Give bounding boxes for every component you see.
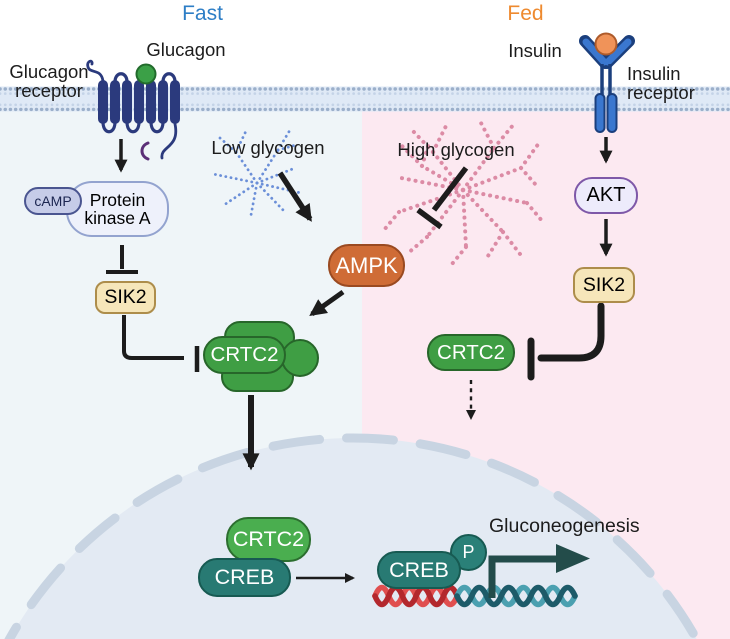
glucagon-receptor: [86, 59, 180, 161]
glucagon-ligand: [135, 63, 157, 85]
inhibition-pka-to-sik2: [106, 245, 138, 274]
glucagon-receptor-label: Glucagon receptor: [9, 61, 89, 101]
inhibition-sik2-to-crtc2-right: [527, 302, 605, 381]
dna-helix: [372, 584, 578, 608]
fed-state-label: Fed: [507, 2, 544, 25]
insulin-label: Insulin: [508, 40, 562, 61]
gluconeogenesis-label: Gluconeogenesis: [489, 515, 640, 537]
akt-node: AKT: [574, 177, 638, 214]
insulin-ligand: [594, 32, 618, 56]
creb-node: CREB: [198, 558, 291, 597]
crtc2-left-node: CRTC2: [203, 336, 286, 374]
transcription-arrow: [488, 544, 590, 598]
crtc2-cluster-blob: [281, 339, 319, 377]
sik2-right-node: SIK2: [573, 267, 635, 303]
crtc2-right-node: CRTC2: [427, 334, 515, 371]
pka-node: Protein kinase A: [66, 181, 169, 237]
sik2-left-node: SIK2: [95, 281, 156, 314]
dna-strand-red-dark: [372, 584, 460, 608]
inhibition-high-glycogen-to-ampk: [416, 166, 469, 230]
high-glycogen-structure: [382, 119, 545, 266]
camp-node: cAMP: [24, 187, 82, 215]
insulin-receptor-label: Insulin receptor: [627, 63, 695, 103]
low-glycogen-label: Low glycogen: [211, 137, 325, 158]
g-protein-mark: [140, 141, 150, 161]
fast-state-label: Fast: [182, 2, 223, 25]
crtc2-nucleus-node: CRTC2: [226, 517, 311, 562]
ampk-node: AMPK: [328, 244, 405, 287]
inhibition-sik2-to-crtc2-left: [122, 315, 200, 372]
arrow-ampk-to-crtc2: [309, 289, 345, 317]
arrow-low-glycogen-to-ampk: [277, 171, 313, 222]
dna-strand-teal-dark: [454, 584, 578, 608]
cell-membrane: [0, 86, 730, 112]
high-glycogen-label: High glycogen: [397, 139, 515, 160]
creb-p-node: CREB: [377, 551, 461, 589]
insulin-receptor: [579, 35, 635, 133]
glucagon-label: Glucagon: [146, 39, 226, 60]
